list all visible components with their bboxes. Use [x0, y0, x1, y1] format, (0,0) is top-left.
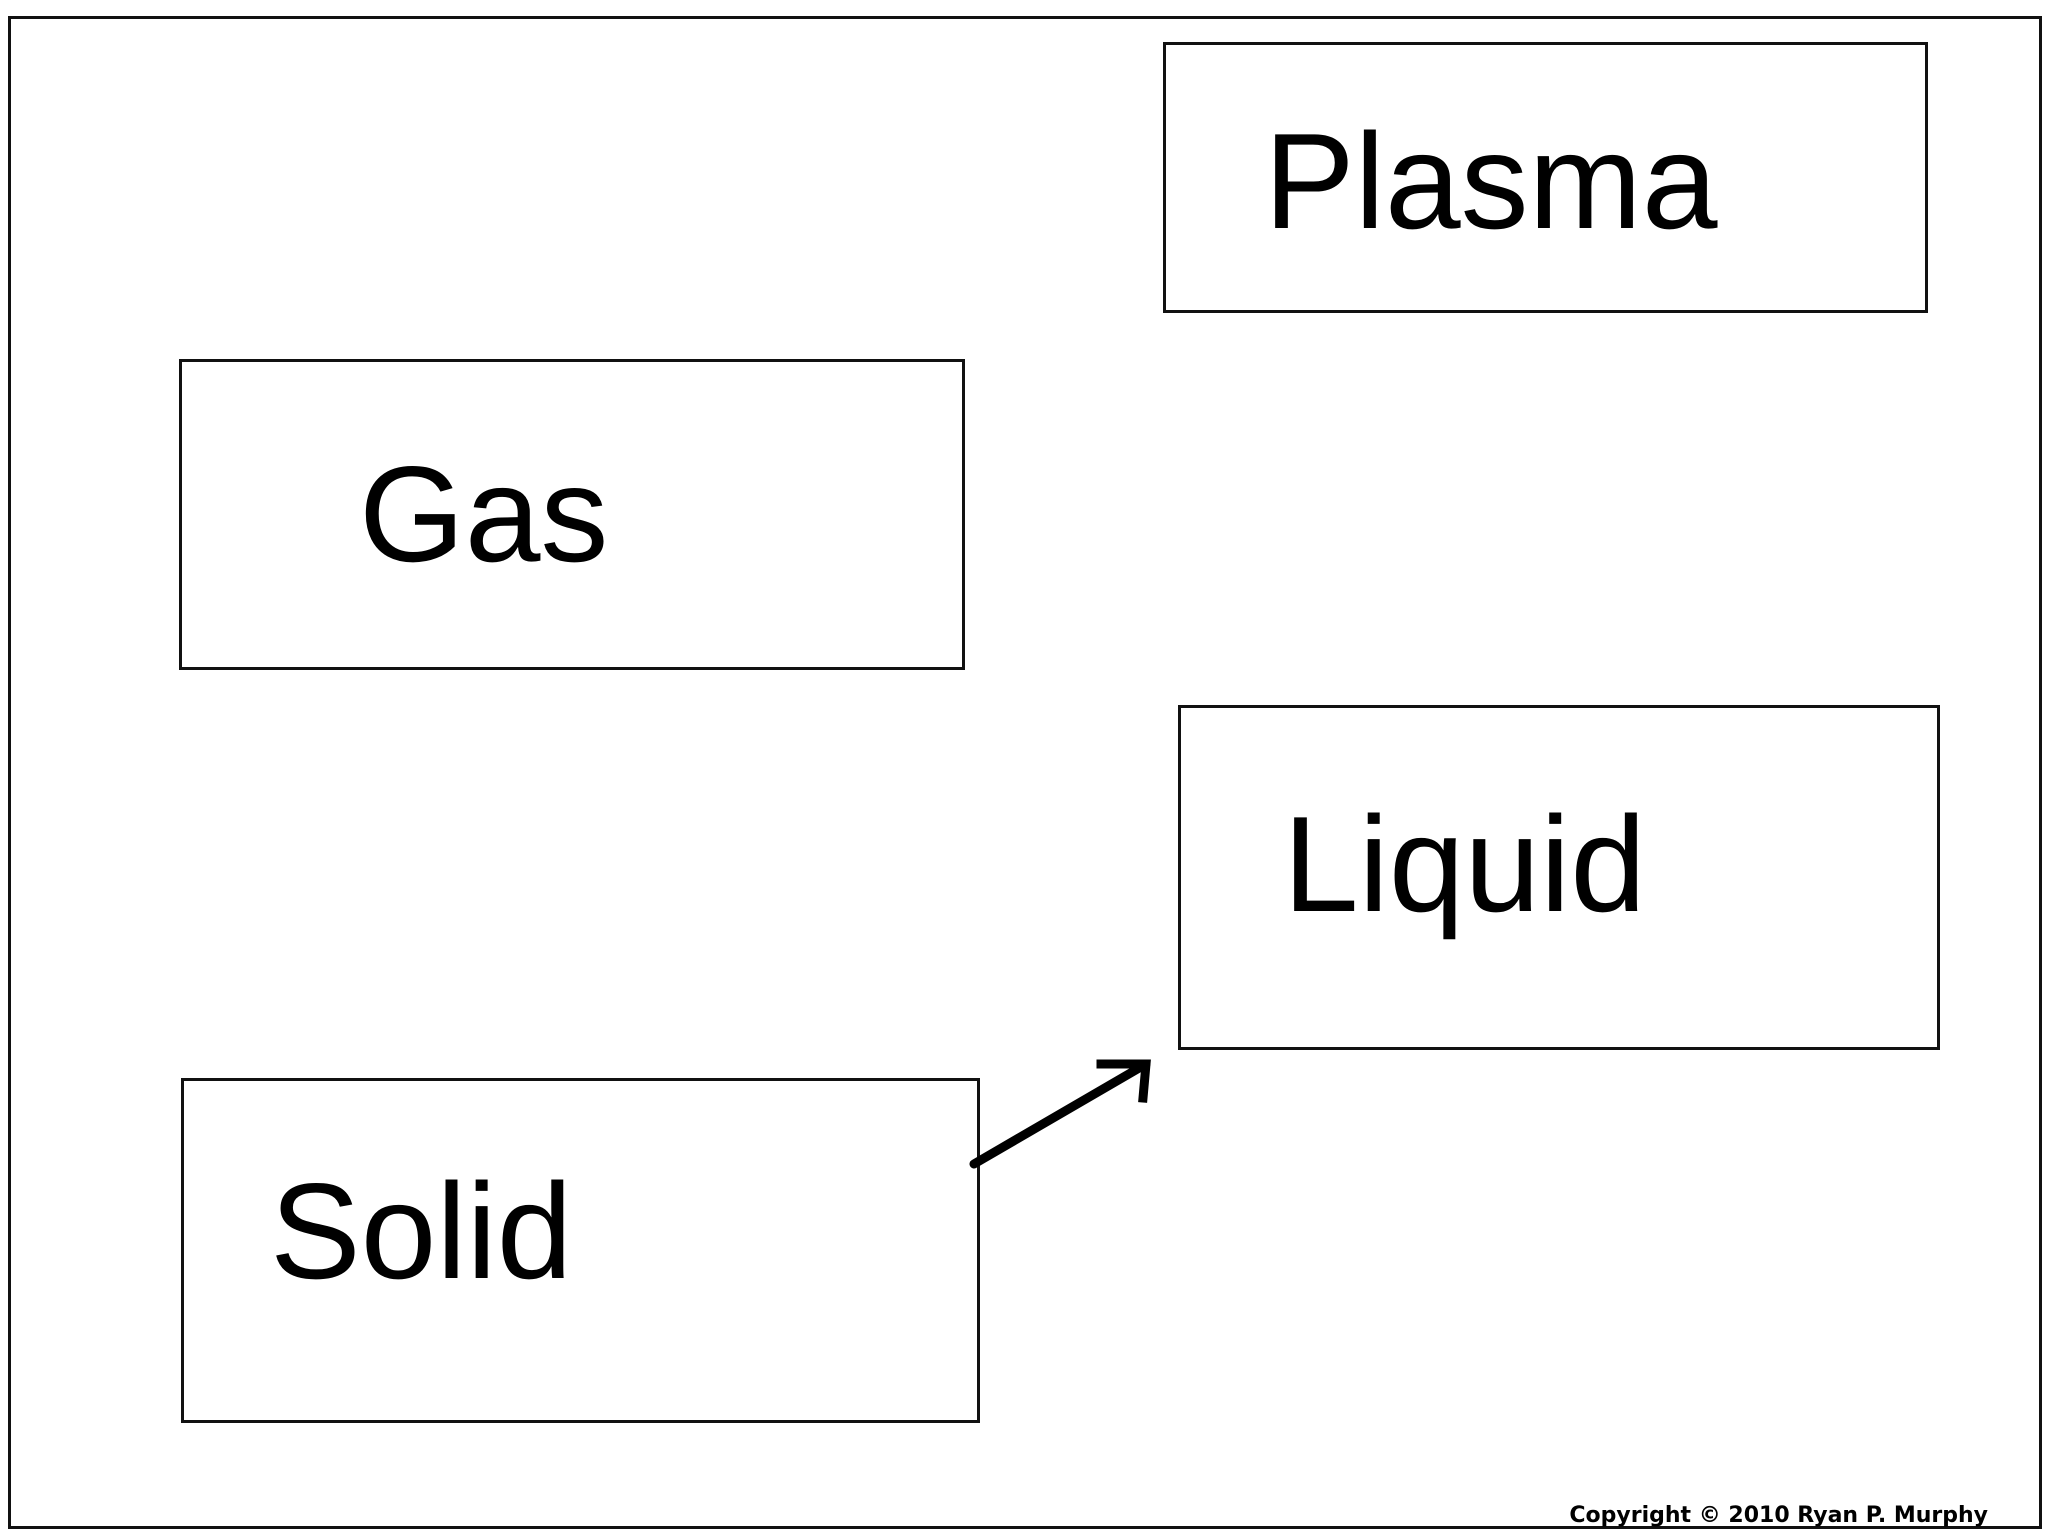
diagram-frame: [8, 16, 2042, 1529]
solid-label: Solid: [270, 1155, 573, 1307]
liquid-label: Liquid: [1283, 788, 1646, 940]
gas-box: Gas: [179, 359, 965, 670]
plasma-box: Plasma: [1163, 42, 1928, 313]
solid-box: Solid: [181, 1078, 980, 1423]
copyright-text: Copyright © 2010 Ryan P. Murphy: [1569, 1503, 1988, 1528]
gas-label: Gas: [359, 438, 609, 590]
liquid-box: Liquid: [1178, 705, 1940, 1050]
plasma-label: Plasma: [1264, 105, 1718, 257]
